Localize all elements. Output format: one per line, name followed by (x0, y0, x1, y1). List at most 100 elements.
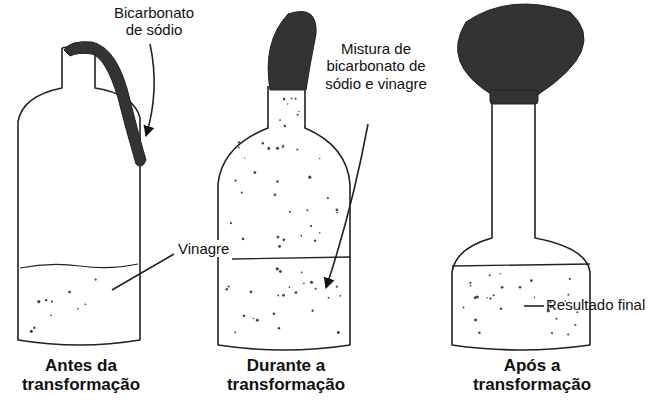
stipple-dot (489, 297, 491, 299)
stipple-dot (234, 331, 236, 333)
stipple-dot (230, 222, 232, 224)
stipple-dot (241, 192, 243, 194)
stipple-dot (37, 300, 40, 303)
stipple-dot (282, 146, 284, 148)
stipple-dot (282, 294, 285, 297)
stipple-dot (501, 286, 504, 289)
stipple-dot (339, 295, 341, 297)
leader-line (146, 44, 154, 136)
part-label: Bicarbonato de sódio (104, 4, 204, 39)
stipple-dot (487, 297, 488, 298)
stipple-dot (228, 286, 230, 288)
leader-line (326, 124, 368, 288)
stipple-dot (329, 281, 330, 282)
stipple-dot (242, 238, 245, 241)
liquid-line (232, 257, 350, 259)
stipple-dot (463, 306, 465, 308)
stipple-dot (295, 291, 298, 294)
stipple-dot (306, 209, 308, 211)
stipple-dot (278, 327, 280, 329)
stipple-dot (277, 236, 280, 239)
liquid-line (20, 264, 138, 268)
stipple-dot (469, 282, 471, 284)
stage-caption: Antes da transformação (5, 356, 157, 394)
stipple-dot (569, 278, 571, 280)
stipple-dot (567, 294, 569, 296)
stipple-dot (336, 286, 338, 288)
stipple-dot (310, 225, 312, 227)
stipple-dot (276, 147, 279, 150)
stipple-dot (519, 286, 522, 289)
stipple-dot (555, 318, 557, 320)
stipple-dot (478, 331, 481, 334)
part-label: Vinagre (176, 240, 231, 257)
stipple-dot (474, 319, 477, 322)
stipple-dot (45, 299, 47, 301)
stipple-dot (493, 294, 495, 296)
stipple-dot (243, 314, 246, 317)
stipple-dot (226, 288, 228, 290)
stipple-dot (530, 279, 533, 282)
stipple-dot (77, 308, 79, 310)
balloon-neck (490, 90, 538, 104)
stipple-dot (277, 294, 279, 296)
stipple-dot (253, 318, 255, 320)
stipple-dot (328, 297, 330, 299)
stipple-dot (287, 103, 288, 104)
stipple-dot (50, 314, 52, 316)
stipple-dot (238, 141, 240, 143)
stipple-dot (276, 267, 279, 270)
stipple-dot (303, 282, 305, 284)
stipple-dot (274, 193, 277, 196)
stage-caption: Durante a transformação (200, 356, 372, 394)
stipple-dot (295, 98, 297, 100)
stipple-dot (289, 211, 291, 213)
stage-caption: Após a transformação (452, 356, 612, 394)
stipple-dot (500, 273, 502, 275)
liquid-line (452, 264, 590, 266)
stipple-dot (476, 295, 479, 298)
part-label: Mistura de bicarbonato de sódio e vinagr… (316, 40, 436, 92)
stipple-dot (489, 274, 491, 276)
bottle (218, 86, 350, 350)
stipple-dot (283, 98, 286, 101)
stipple-dot (574, 324, 576, 326)
stipple-dot (279, 270, 282, 273)
stipple-dot (250, 291, 253, 294)
stipple-dot (500, 308, 502, 310)
stipple-dot (30, 330, 33, 333)
stipple-dot (327, 197, 329, 199)
stipple-dot (310, 281, 313, 284)
stipple-dot (319, 232, 321, 234)
stipple-dot (470, 285, 472, 287)
stipple-dot (238, 147, 240, 149)
stipple-dot (567, 334, 569, 336)
leader-line (112, 254, 174, 290)
stipple-dot (298, 111, 299, 112)
stipple-dot (335, 208, 338, 211)
balloon (458, 4, 584, 96)
stipple-dot (33, 327, 35, 329)
stipple-dot (319, 158, 320, 159)
stipple-dot (68, 291, 71, 294)
stipple-dot (278, 245, 281, 248)
stipple-dot (301, 271, 303, 273)
part-label: Resultado final (546, 296, 646, 313)
stipple-dot (262, 142, 264, 144)
stipple-dot (284, 125, 286, 127)
stipple-dot (283, 238, 286, 241)
stipple-dot (314, 239, 316, 241)
stipple-dot (95, 278, 97, 280)
stipple-dot (276, 180, 278, 182)
stipple-dot (296, 148, 298, 150)
stipple-dot (297, 114, 299, 116)
stipple-dot (291, 98, 293, 100)
balloon (268, 12, 316, 91)
stipple-dot (289, 286, 291, 288)
stipple-dot (311, 309, 313, 311)
stipple-dot (244, 157, 245, 158)
stipple-dot (234, 179, 236, 181)
stipple-dot (300, 235, 302, 237)
stipple-dot (256, 319, 259, 322)
